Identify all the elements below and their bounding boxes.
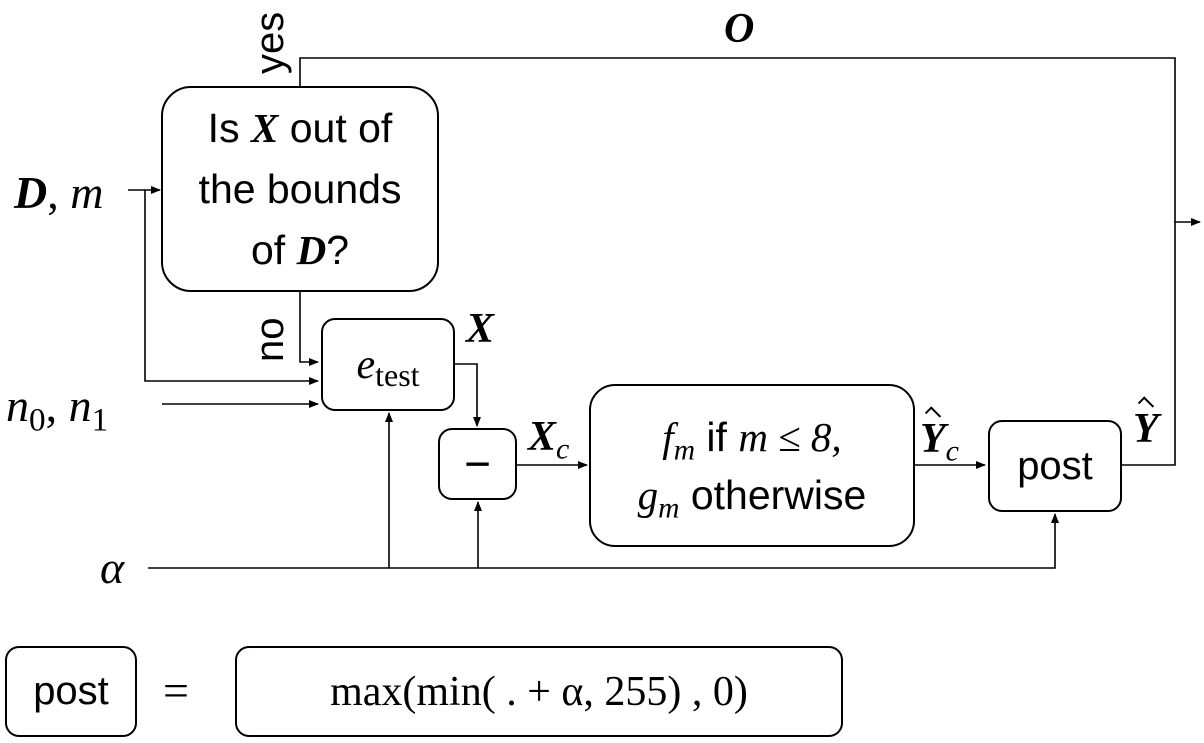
minus-symbol: −	[463, 437, 492, 491]
check-var-x: X	[250, 104, 279, 151]
model-f-sub: m	[673, 433, 696, 466]
edge-no-to-etest	[299, 292, 319, 366]
legend-post-box: post	[5, 646, 137, 737]
input-n1: n	[68, 380, 92, 431]
input-n0-sub: 0	[29, 401, 46, 439]
etest-base: e	[356, 341, 376, 388]
check-text-1b: out of	[278, 104, 393, 151]
input-n0: n	[6, 380, 29, 431]
xc-sub: c	[556, 432, 570, 466]
legend-post-label: post	[33, 669, 109, 713]
yc-sub: c	[945, 434, 959, 468]
input-n0-n1: n0, n1	[6, 380, 108, 437]
input-alpha: α	[100, 542, 125, 593]
input-d: D	[14, 167, 48, 218]
edge-label-no: no	[248, 317, 292, 363]
xc-base: X	[528, 414, 557, 460]
input-n1-sub: 1	[91, 401, 109, 439]
edge-post-to-output	[1122, 222, 1176, 466]
edge-label-yc: Yc	[920, 416, 959, 466]
model-condition: m ≤ 8,	[738, 413, 842, 460]
model-if-text: if	[695, 413, 739, 460]
edge-dm-to-etest	[144, 190, 319, 385]
check-var-d: D	[296, 226, 327, 273]
edge-alpha-to-post	[148, 513, 1059, 569]
input-n-sep: ,	[45, 380, 69, 431]
post-node: post	[988, 420, 1122, 512]
input-m: m	[70, 167, 104, 218]
check-text-1a: Is	[207, 104, 251, 151]
input-d-m: D, m	[14, 170, 103, 216]
check-text-3a: of	[250, 226, 297, 273]
model-f: f	[662, 413, 674, 460]
legend-formula-box: max(min( . + α, 255) , 0)	[235, 646, 843, 737]
subtract-node: −	[438, 428, 517, 500]
edge-label-yes: yes	[248, 11, 292, 74]
edge-label-x: X	[466, 306, 495, 352]
etest-node: etest	[321, 318, 455, 411]
etest-sub: test	[375, 356, 420, 393]
yc-base: Y	[920, 416, 946, 462]
edge-yes-to-output	[299, 57, 1201, 226]
edge-label-y: Y	[1133, 406, 1159, 452]
bounds-check-node: Is X out of the bounds of D?	[161, 86, 439, 292]
check-text-2: the bounds	[198, 165, 402, 212]
model-g-sub: m	[658, 491, 680, 524]
model-node: fm if m ≤ 8, gm otherwise	[589, 384, 915, 547]
edge-etest-to-minus	[455, 363, 481, 427]
post-node-label: post	[1017, 443, 1093, 488]
legend-formula: max(min( . + α, 255) , 0)	[330, 668, 748, 715]
model-otherwise-text: otherwise	[679, 471, 867, 518]
edge-label-xc: Xc	[528, 414, 569, 464]
check-text-3b: ?	[326, 226, 349, 273]
model-g: g	[637, 471, 659, 518]
legend-equals: =	[163, 665, 189, 716]
input-dm-sep: ,	[47, 167, 71, 218]
edge-label-o: O	[724, 6, 755, 52]
